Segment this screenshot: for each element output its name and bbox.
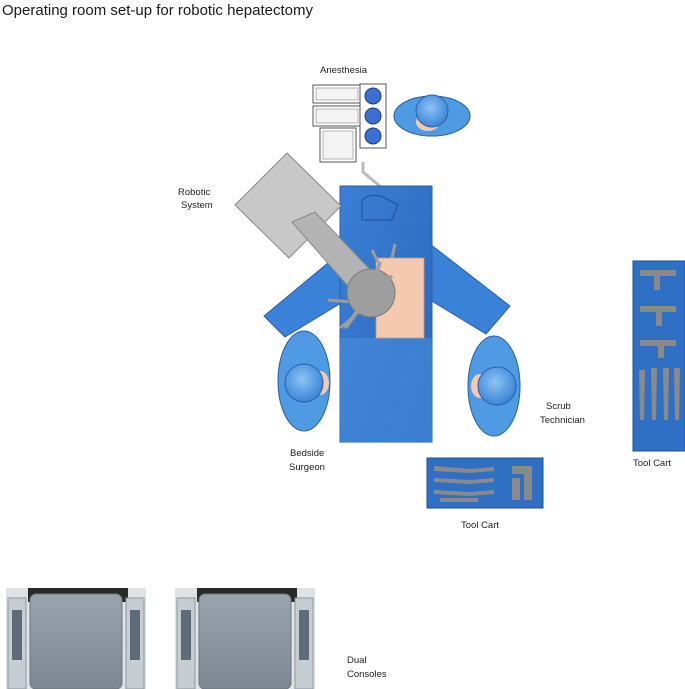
tool-cart-right: [632, 260, 685, 452]
label-consoles-line2: Consoles: [347, 669, 387, 680]
anesthesia-machine: [312, 83, 387, 190]
anesthesiologist-person: [393, 94, 471, 137]
label-tool-cart-right: Tool Cart: [633, 458, 671, 469]
patient-drape: [263, 185, 511, 443]
label-bedside-line2: Surgeon: [289, 462, 325, 473]
label-scrub-line1: Scrub: [546, 401, 571, 412]
surgeon-console-2: [175, 588, 315, 689]
label-bedside-line1: Bedside: [290, 448, 324, 459]
label-robotic-line2: System: [181, 200, 213, 211]
label-robotic-line1: Robotic: [178, 187, 210, 198]
tool-cart-bottom: [426, 457, 544, 509]
label-scrub-line2: Technician: [540, 415, 585, 426]
label-anesthesia: Anesthesia: [320, 65, 368, 76]
label-tool-cart-bottom: Tool Cart: [461, 520, 499, 531]
robotic-system: [234, 152, 396, 330]
bedside-surgeon-person: [277, 330, 331, 432]
label-consoles-line1: Dual: [347, 655, 367, 666]
surgeon-console-1: [6, 588, 146, 689]
scrub-technician-person: [467, 335, 521, 437]
diagram-title: Operating room set-up for robotic hepate…: [2, 2, 313, 19]
